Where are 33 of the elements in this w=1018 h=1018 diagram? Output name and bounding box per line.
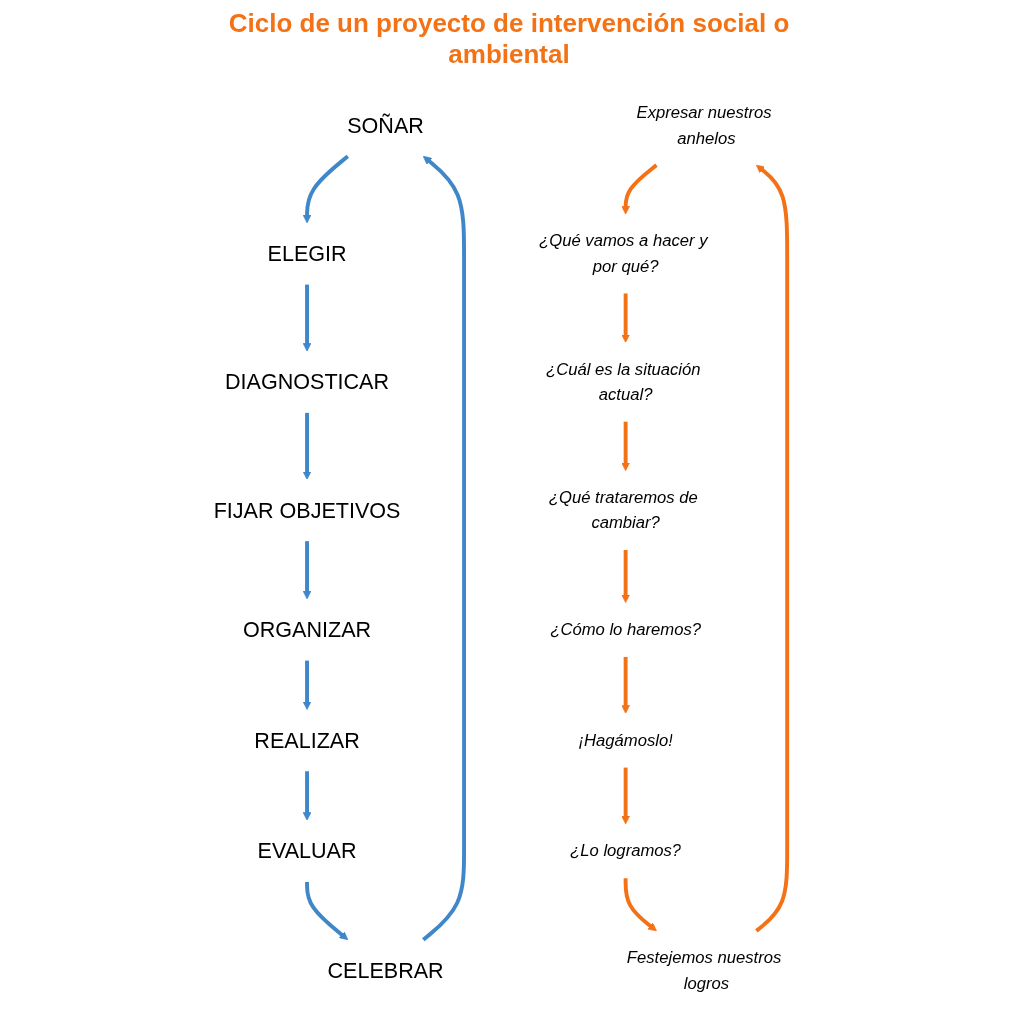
- arrow: [302, 541, 312, 600]
- node-text: CELEBRAR: [327, 958, 444, 983]
- arrow: [621, 293, 630, 343]
- arrow: [621, 767, 630, 825]
- node-text: ELEGIR: [267, 241, 347, 266]
- node-text: DIAGNOSTICAR: [225, 369, 390, 395]
- arrow: [302, 660, 312, 710]
- node-text: ORGANIZAR: [243, 617, 372, 642]
- arrow: [302, 154, 350, 224]
- node-text: ¿Qué vamos a hacer y por qué?: [539, 231, 708, 276]
- arrow: [621, 421, 630, 472]
- node-text: EVALUAR: [257, 838, 357, 864]
- arrow: [755, 164, 790, 933]
- node-text: SOÑAR: [347, 113, 424, 138]
- node-text: ¿Cómo lo haremos?: [550, 620, 702, 639]
- arrow: [302, 412, 312, 480]
- arrow: [621, 163, 658, 215]
- node-text: ¡Hagámoslo!: [578, 730, 673, 750]
- node-text: REALIZAR: [254, 728, 360, 753]
- node-text: ¿Cuál es la situación actual?: [546, 360, 701, 404]
- node-text: Expresar nuestros anhelos: [636, 103, 772, 148]
- arrow: [621, 549, 630, 603]
- arrow: [302, 771, 312, 821]
- node-text: FIJAR OBJETIVOS: [213, 498, 401, 523]
- node-text: Festejemos nuestros logros: [626, 948, 782, 993]
- arrow: [302, 284, 312, 352]
- node-text: ¿Lo logramos?: [570, 841, 682, 861]
- arrow: [621, 656, 630, 714]
- arrow: [623, 878, 657, 932]
- diagram-title: Ciclo de un proyecto de intervención social o ambiental: [227, 8, 791, 70]
- arrow: [422, 155, 466, 942]
- node-text: ¿Qué trataremos de cambiar?: [548, 488, 698, 532]
- arrow: [305, 881, 349, 941]
